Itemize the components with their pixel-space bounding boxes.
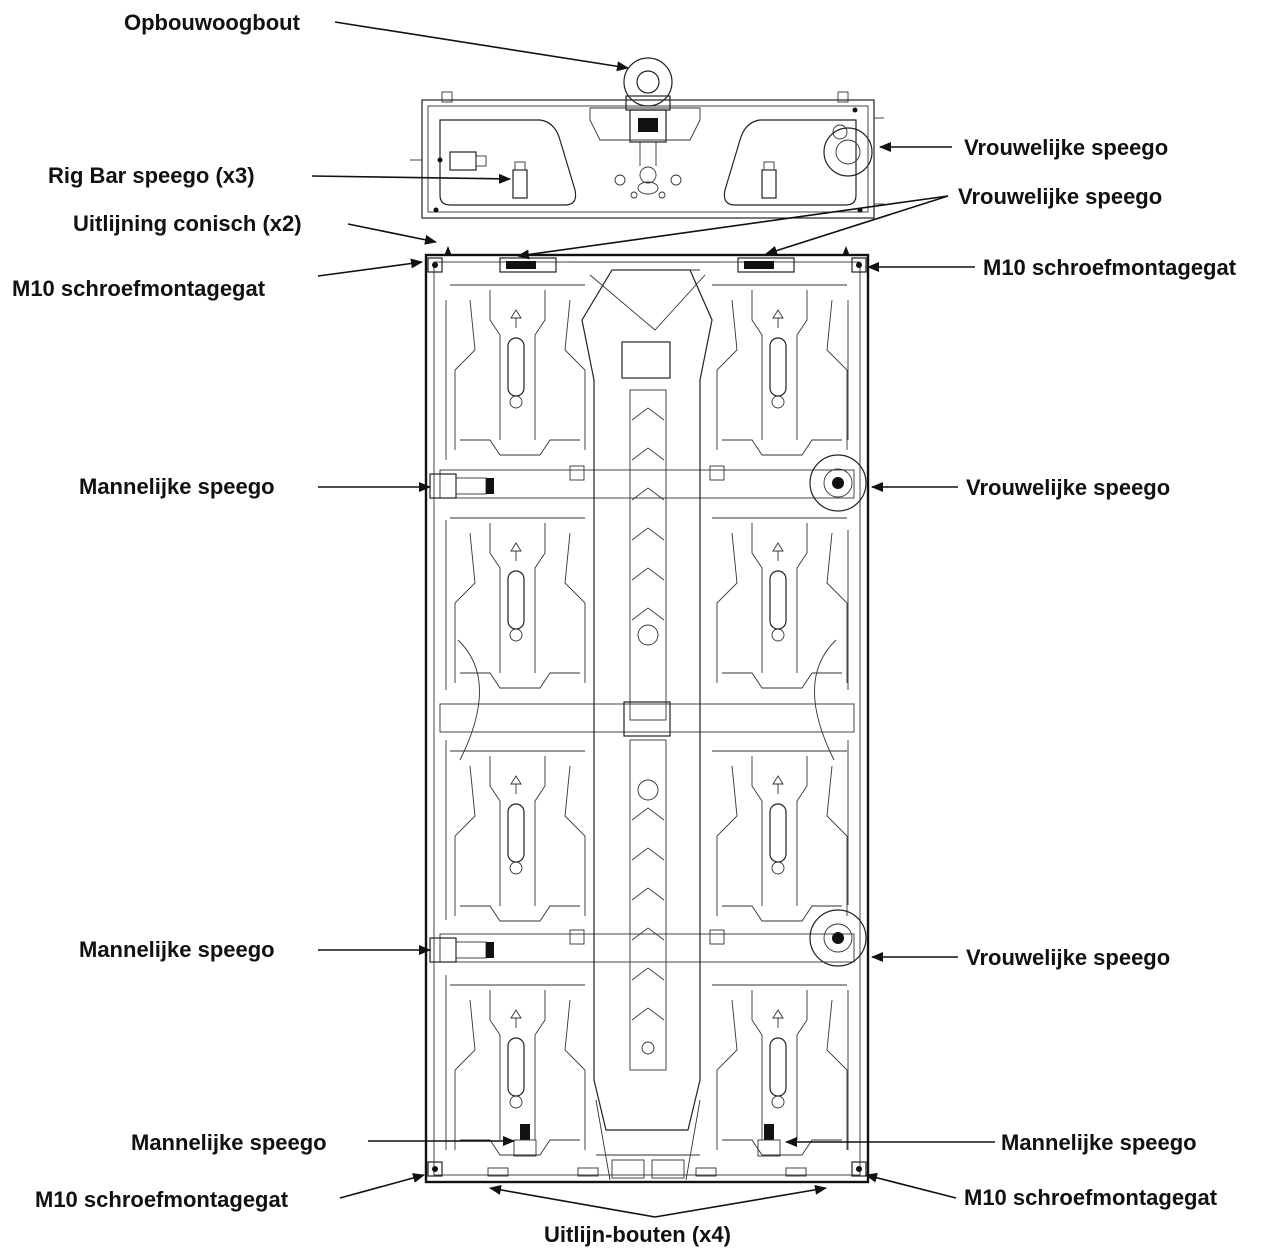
label-mannelijke-bottom-left: Mannelijke speego bbox=[131, 1130, 327, 1155]
label-vrouwelijke-mid: Vrouwelijke speego bbox=[966, 475, 1170, 500]
label-rig-bar-speego: Rig Bar speego (x3) bbox=[48, 163, 255, 188]
label-mannelijke-mid: Mannelijke speego bbox=[79, 474, 275, 499]
label-m10-bottom-right: M10 schroefmontagegat bbox=[964, 1185, 1218, 1210]
label-uitlijn-bouten: Uitlijn-bouten (x4) bbox=[544, 1222, 731, 1247]
label-vrouwelijke-low: Vrouwelijke speego bbox=[966, 945, 1170, 970]
lifting-eyebolt bbox=[623, 57, 673, 166]
label-m10-bottom-left: M10 schroefmontagegat bbox=[35, 1187, 289, 1212]
label-uitlijning-conisch: Uitlijning conisch (x2) bbox=[73, 211, 302, 236]
label-vrouwelijke-bar: Vrouwelijke speego bbox=[958, 184, 1162, 209]
rig-bar bbox=[410, 91, 884, 219]
led-panel-frame bbox=[424, 253, 870, 1184]
label-opbouwoogbout: Opbouwoogbout bbox=[124, 10, 301, 35]
leader-lines bbox=[311, 21, 995, 1218]
panel-modules bbox=[445, 284, 849, 1156]
label-m10-top-left: M10 schroefmontagegat bbox=[12, 276, 266, 301]
label-mannelijke-bottom-right: Mannelijke speego bbox=[1001, 1130, 1197, 1155]
callout-labels: Opbouwoogbout Rig Bar speego (x3) Uitlij… bbox=[12, 10, 1237, 1247]
label-m10-top-right: M10 schroefmontagegat bbox=[983, 255, 1237, 280]
label-vrouwelijke-top: Vrouwelijke speego bbox=[964, 135, 1168, 160]
panel-connectors bbox=[427, 246, 867, 1177]
label-mannelijke-low: Mannelijke speego bbox=[79, 937, 275, 962]
